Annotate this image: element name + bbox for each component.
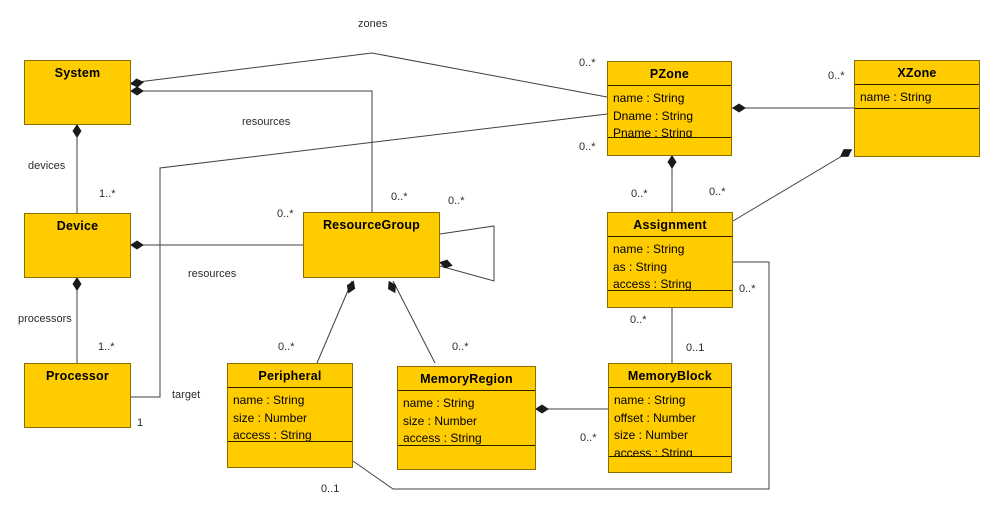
- role-label-resources-system: resources: [242, 116, 291, 128]
- attributes-memoryregion: name : String size : Number access : Str…: [398, 391, 535, 445]
- operations-compartment-empty: [228, 441, 352, 467]
- operations-compartment-empty: [855, 108, 979, 156]
- mult-label-pzone-target: 0..*: [579, 141, 596, 153]
- class-peripheral: Peripheral name : String size : Number a…: [227, 363, 353, 468]
- composition-diamond-system-zones: [130, 78, 144, 88]
- composition-diamond-system-device: [72, 124, 82, 138]
- attribute: as : String: [613, 259, 668, 274]
- mult-label-assignment-xzone: 0..*: [709, 186, 726, 198]
- class-device: Device: [24, 213, 131, 278]
- edge-resourcegroup-self: [439, 225, 495, 282]
- edge-assignment-peripheral: [352, 261, 770, 490]
- composition-diamond-memoryregion-memoryblock: [535, 404, 549, 414]
- attribute: size : Number: [614, 428, 689, 442]
- attribute: access : String: [403, 431, 482, 445]
- class-title-xzone: XZone: [855, 61, 979, 85]
- mult-label-assignment-pzone: 0..*: [631, 188, 648, 200]
- role-label-resources-device: resources: [188, 268, 237, 280]
- role-label-processors: processors: [18, 313, 72, 325]
- edge-resourcegroup-peripheral: [316, 280, 353, 364]
- edge-system-pzone-zones: [129, 52, 608, 98]
- class-title-peripheral: Peripheral: [228, 364, 352, 388]
- attribute: access : String: [614, 445, 693, 457]
- mult-label-peripheral-rg: 0..*: [278, 341, 295, 353]
- attribute: name : String: [614, 393, 686, 407]
- mult-label-assignment-bottom: 0..*: [630, 314, 647, 326]
- operations-compartment-empty: [398, 445, 535, 469]
- composition-diamond-resourcegroup-peripheral: [346, 280, 356, 294]
- mult-label-memoryblock-left: 0..*: [580, 432, 597, 444]
- attribute: size : Number: [233, 410, 308, 425]
- class-processor: Processor: [24, 363, 131, 428]
- attribute: size : Number: [403, 413, 478, 428]
- composition-diamond-resourcegroup-memoryregion: [388, 280, 396, 294]
- edge-xzone-assignment: [732, 149, 853, 222]
- attribute: Pname : String: [613, 126, 693, 137]
- role-label-devices: devices: [28, 160, 66, 172]
- class-memoryblock: MemoryBlock name : String offset : Numbe…: [608, 363, 732, 473]
- composition-diamond-resourcegroup-self: [439, 259, 453, 269]
- class-title-processor: Processor: [46, 369, 109, 383]
- mult-label-assignment-right: 0..*: [739, 283, 756, 295]
- attributes-peripheral: name : String size : Number access : Str…: [228, 388, 352, 441]
- mult-label-rg-from-system: 0..*: [391, 191, 408, 203]
- class-title-memoryblock: MemoryBlock: [609, 364, 731, 388]
- class-title-pzone: PZone: [608, 62, 731, 86]
- composition-diamond-device-resources: [130, 240, 144, 250]
- class-title-system: System: [54, 66, 101, 80]
- mult-label-memoryregion-rg: 0..*: [452, 341, 469, 353]
- class-assignment: Assignment name : String as : String acc…: [607, 212, 733, 308]
- composition-diamond-pzone-xzone: [732, 103, 746, 113]
- class-system: System: [24, 60, 131, 125]
- attribute: access : String: [233, 428, 312, 441]
- mult-label-rg-from-device: 0..*: [277, 208, 294, 220]
- attribute: name : String: [403, 396, 475, 410]
- role-label-zones: zones: [358, 18, 388, 30]
- mult-label-peripheral-bottom: 0..1: [321, 483, 340, 495]
- mult-label-xzone: 0..*: [828, 70, 845, 82]
- attribute: access : String: [613, 277, 692, 290]
- class-memoryregion: MemoryRegion name : String size : Number…: [397, 366, 536, 470]
- attributes-memoryblock: name : String offset : Number size : Num…: [609, 388, 731, 456]
- attribute: Dname : String: [613, 108, 694, 123]
- attribute: name : String: [860, 90, 932, 104]
- composition-diamond-system-resources: [130, 86, 144, 96]
- class-title-memoryregion: MemoryRegion: [398, 367, 535, 391]
- attribute: name : String: [233, 393, 305, 407]
- attribute: offset : Number: [614, 410, 696, 425]
- composition-diamond-device-processor: [72, 277, 82, 291]
- class-resourcegroup: ResourceGroup: [303, 212, 440, 278]
- attributes-assignment: name : String as : String access : Strin…: [608, 237, 732, 290]
- edge-system-resourcegroup: [130, 90, 373, 212]
- mult-label-target-processor: 1: [137, 417, 144, 429]
- attributes-pzone: name : String Dname : String Pname : Str…: [608, 86, 731, 137]
- mult-label-device: 1..*: [99, 188, 116, 200]
- class-xzone: XZone name : String: [854, 60, 980, 157]
- attribute: name : String: [613, 242, 685, 256]
- attributes-xzone: name : String: [855, 85, 979, 108]
- class-title-assignment: Assignment: [608, 213, 732, 237]
- class-pzone: PZone name : String Dname : String Pname…: [607, 61, 732, 156]
- composition-diamond-xzone-assignment: [840, 149, 852, 157]
- mult-label-memoryblock-top: 0..1: [686, 342, 705, 354]
- operations-compartment-empty: [608, 290, 732, 307]
- class-title-resourcegroup: ResourceGroup: [322, 218, 421, 232]
- class-title-device: Device: [56, 219, 99, 233]
- role-label-target: target: [172, 389, 201, 401]
- edge-resourcegroup-memoryregion: [392, 280, 436, 364]
- attribute: name : String: [613, 91, 685, 105]
- composition-diamond-pzone-assignment: [667, 155, 677, 169]
- mult-label-rg-self: 0..*: [448, 195, 465, 207]
- operations-compartment-empty: [608, 137, 731, 155]
- mult-label-pzone-zones: 0..*: [579, 57, 596, 69]
- operations-compartment-empty: [609, 456, 731, 472]
- mult-label-processor: 1..*: [98, 341, 115, 353]
- edge-pzone-processor-target: [130, 113, 608, 398]
